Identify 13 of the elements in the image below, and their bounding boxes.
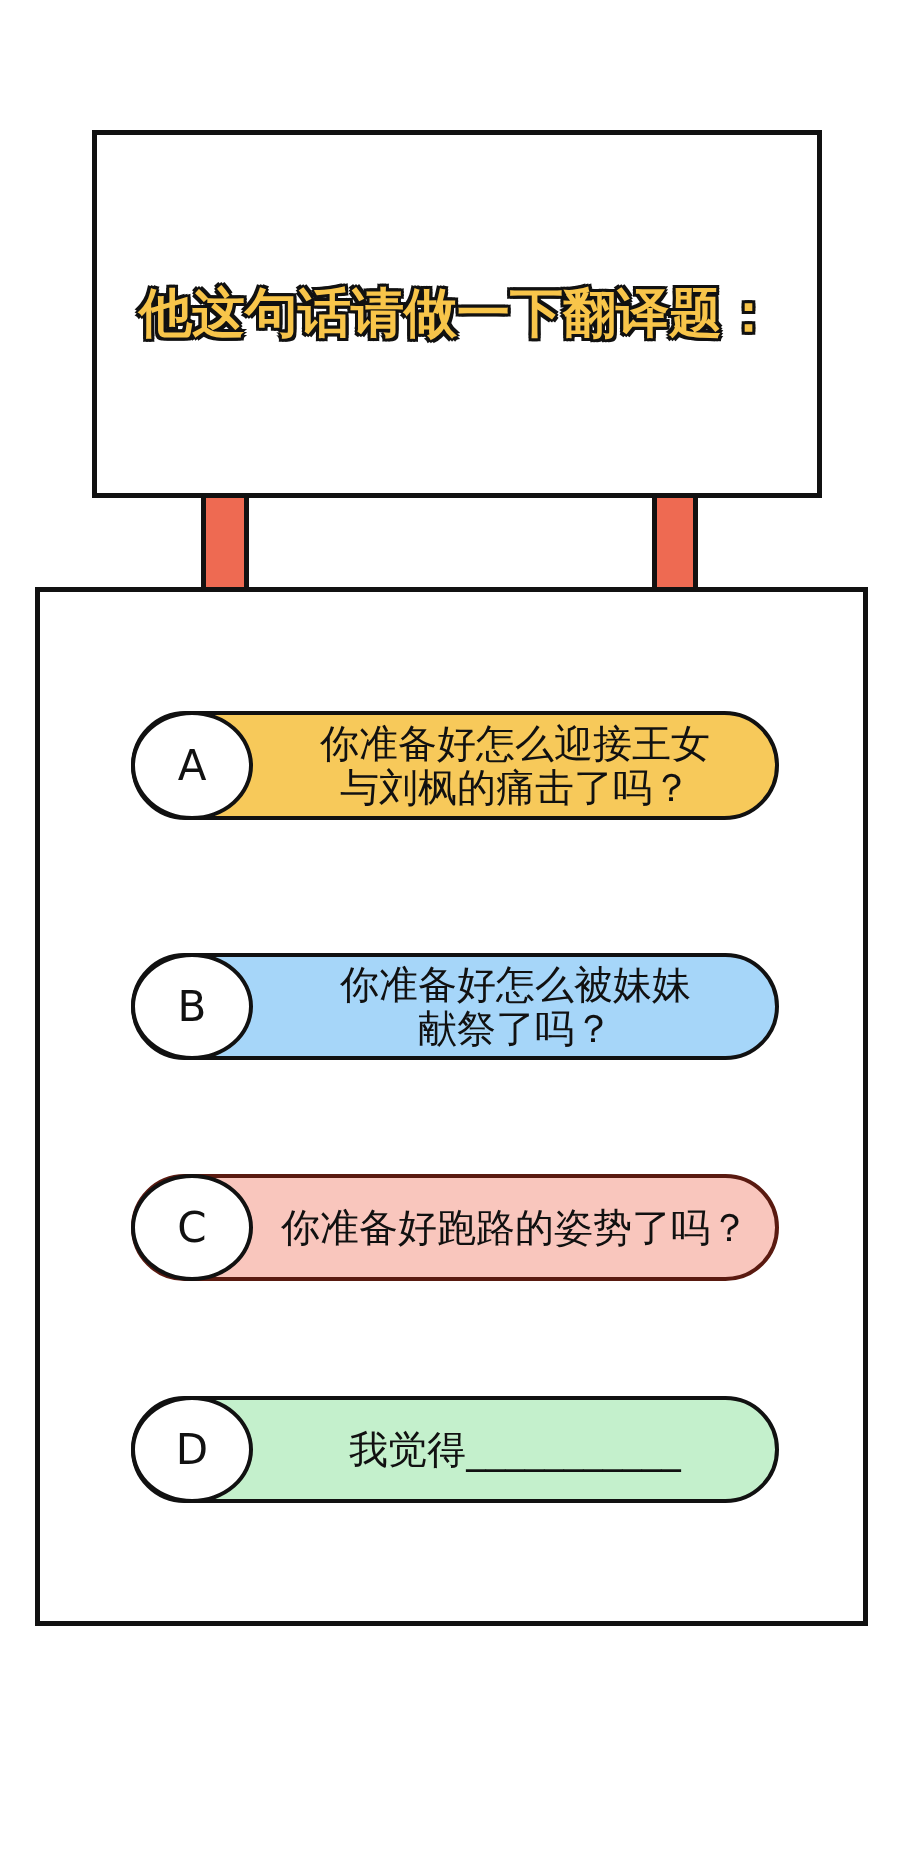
sign-post <box>652 498 698 587</box>
option-text: 你准备好怎么被妹妹献祭了吗？ <box>338 962 692 1051</box>
option-letter: C <box>177 1206 207 1249</box>
option-text: 你准备好怎么迎接王女与刘枫的痛击了吗？ <box>319 721 711 810</box>
sign-board <box>92 130 822 498</box>
option-letter: D <box>175 1428 209 1471</box>
sign-title: 他这句话请做一下翻译题： <box>139 281 775 345</box>
option-text: 你准备好跑路的姿势了吗？ <box>281 1205 749 1250</box>
option-letter: B <box>177 985 207 1028</box>
board-panel <box>35 587 868 1626</box>
option-text: 我觉得___________ <box>349 1427 681 1472</box>
sign-post <box>201 498 249 587</box>
option-letter: A <box>177 744 207 787</box>
